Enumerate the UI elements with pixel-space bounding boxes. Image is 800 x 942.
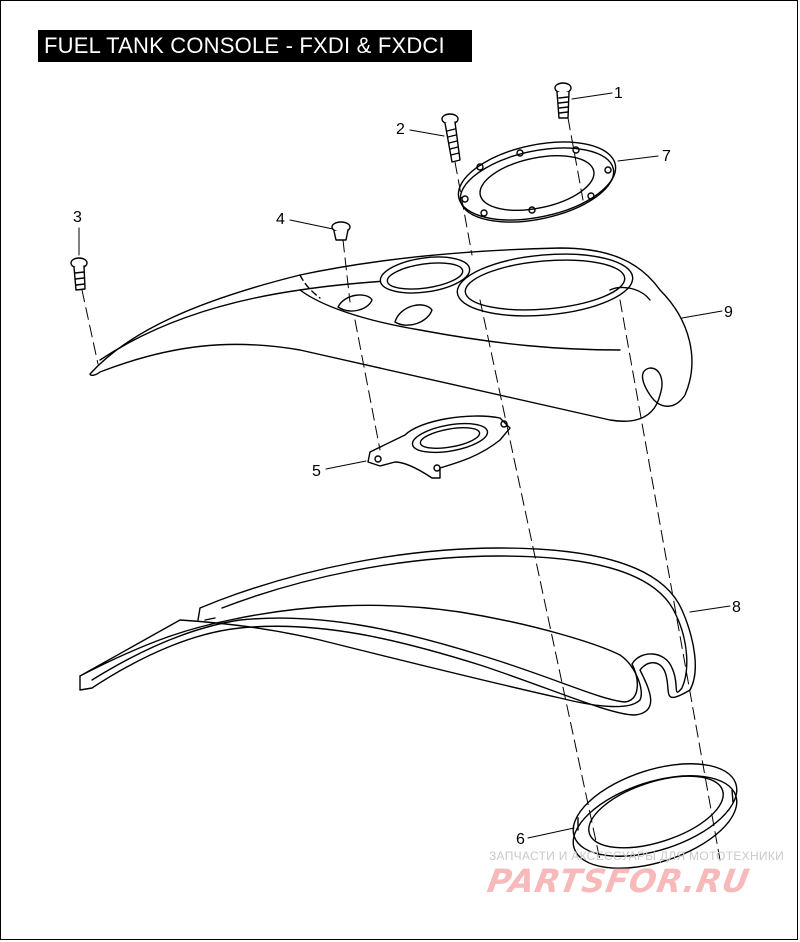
diagram-title: FUEL TANK CONSOLE - FXDI & FXDCI [38, 30, 472, 62]
part-4-screw [331, 221, 351, 241]
callout-5: 5 [312, 463, 321, 480]
callout-4: 4 [276, 211, 285, 228]
callout-1: 1 [614, 85, 623, 102]
callout-9: 9 [724, 304, 733, 321]
part-3-screw [70, 257, 88, 291]
callout-2: 2 [396, 121, 405, 138]
part-8-gasket [79, 547, 696, 716]
alignment-lines [81, 117, 721, 861]
watermark-caption: ЗАПЧАСТИ И АКСЕССУАРЫ ДЛЯ МОТОТЕХНИКИ [489, 849, 785, 863]
watermark-logo: PARTSFOR.RU [484, 862, 753, 900]
part-6-mounting-ring [572, 763, 738, 869]
callout-7: 7 [662, 148, 671, 165]
part-7-trim-ring [457, 141, 617, 223]
part-5-bracket [367, 415, 511, 479]
part-9-console [89, 247, 693, 422]
callout-8: 8 [732, 599, 741, 616]
callout-6: 6 [516, 831, 525, 848]
part-1-screw [554, 82, 572, 119]
leader-lines [78, 92, 731, 839]
part-2-screw [441, 113, 461, 163]
callout-3: 3 [73, 209, 82, 226]
